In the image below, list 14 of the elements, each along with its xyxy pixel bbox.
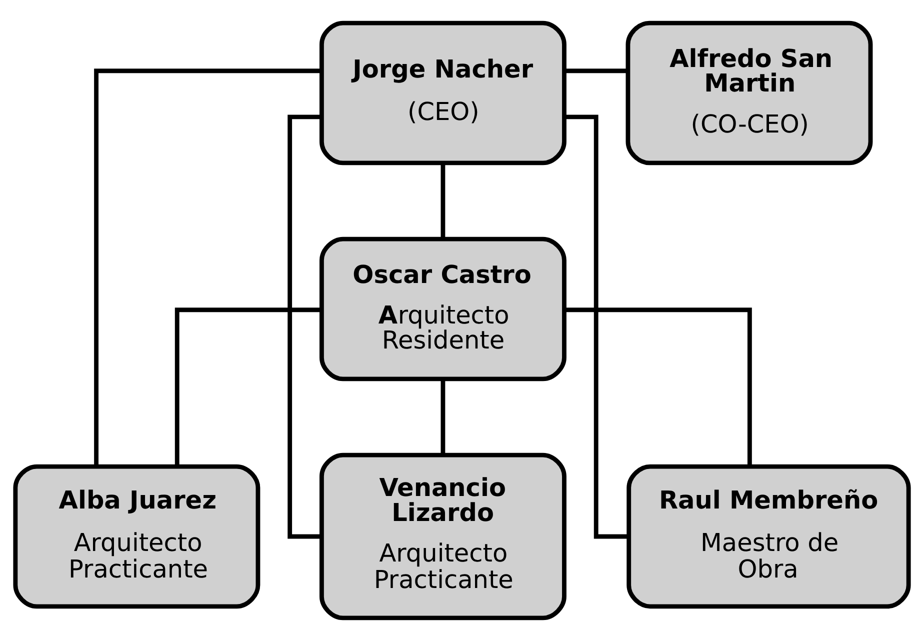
connector xyxy=(564,68,628,74)
connector xyxy=(565,308,752,466)
connector xyxy=(94,68,322,466)
node-box: Raul Membreño Maestro de Obra xyxy=(626,464,911,609)
connector xyxy=(440,163,446,238)
node-box: Alba Juarez Arquitecto Practicante xyxy=(13,464,260,609)
node-box: Oscar Castro Arquitecto Residente xyxy=(319,236,566,382)
node-box: Jorge Nacher (CEO) xyxy=(319,20,566,166)
connector xyxy=(288,114,322,539)
connector xyxy=(564,114,629,539)
node-box: Venancio Lizardo Arquitecto Practicante xyxy=(319,452,566,620)
node-box: Alfredo San Martin (CO-CEO) xyxy=(626,20,873,166)
connector xyxy=(440,379,446,456)
connector xyxy=(174,308,321,466)
